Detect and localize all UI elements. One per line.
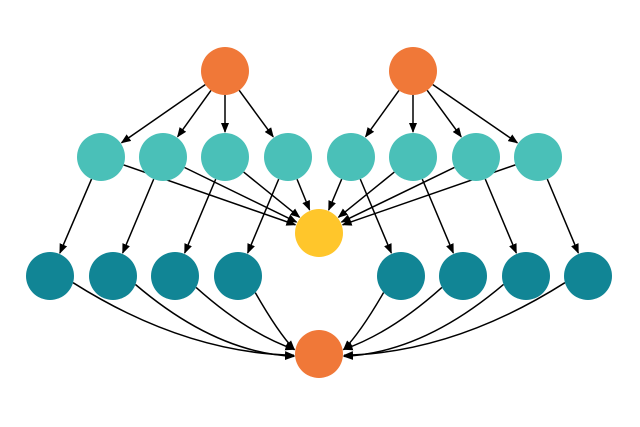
edge-top-right-root-to-mid-7 xyxy=(426,89,462,138)
edge-mid-7-to-low-7 xyxy=(484,178,518,254)
edge-top-left-root-to-mid-2 xyxy=(177,90,212,138)
node-mid-2 xyxy=(139,133,187,181)
edge-mid-2-to-center-hub xyxy=(184,166,298,223)
node-mid-8 xyxy=(514,133,562,181)
node-top-left-root xyxy=(201,47,249,95)
edge-mid-1-to-low-1 xyxy=(59,178,93,254)
edge-top-left-root-to-mid-4 xyxy=(238,89,274,138)
node-top-right-root xyxy=(389,47,437,95)
node-low-1 xyxy=(26,252,74,300)
node-low-4 xyxy=(214,252,262,300)
edge-low-7-to-bottom-sink xyxy=(342,283,505,360)
node-low-2 xyxy=(89,252,137,300)
node-center-hub xyxy=(295,209,343,257)
edges-layer xyxy=(59,83,580,360)
edge-top-right-root-to-mid-5 xyxy=(365,90,400,138)
node-low-6 xyxy=(439,252,487,300)
edge-low-8-to-bottom-sink xyxy=(342,282,566,360)
edge-mid-8-to-low-8 xyxy=(546,178,580,254)
node-mid-4 xyxy=(264,133,312,181)
node-mid-1 xyxy=(77,133,125,181)
nodes-layer xyxy=(26,47,612,378)
node-mid-5 xyxy=(327,133,375,181)
edge-low-3-to-bottom-sink xyxy=(195,286,296,351)
node-low-3 xyxy=(151,252,199,300)
edge-mid-3-to-low-3 xyxy=(183,178,217,254)
edge-low-2-to-bottom-sink xyxy=(134,283,296,360)
edge-top-right-root-to-mid-8 xyxy=(432,83,519,144)
node-mid-6 xyxy=(389,133,437,181)
edge-low-4-to-bottom-sink xyxy=(254,292,296,351)
edge-mid-4-to-low-4 xyxy=(246,178,280,254)
node-mid-7 xyxy=(452,133,500,181)
node-low-5 xyxy=(377,252,425,300)
node-low-8 xyxy=(564,252,612,300)
edge-low-6-to-bottom-sink xyxy=(342,286,443,351)
edge-mid-5-to-center-hub xyxy=(328,178,343,211)
edge-mid-6-to-low-6 xyxy=(421,178,455,254)
node-bottom-sink xyxy=(295,330,343,378)
edge-top-left-root-to-mid-1 xyxy=(120,84,206,144)
edge-mid-7-to-center-hub xyxy=(340,166,455,223)
edge-mid-5-to-low-5 xyxy=(359,178,393,254)
node-low-7 xyxy=(502,252,550,300)
edge-mid-4-to-center-hub xyxy=(296,178,311,211)
edge-mid-2-to-low-2 xyxy=(121,178,155,254)
node-mid-3 xyxy=(201,133,249,181)
